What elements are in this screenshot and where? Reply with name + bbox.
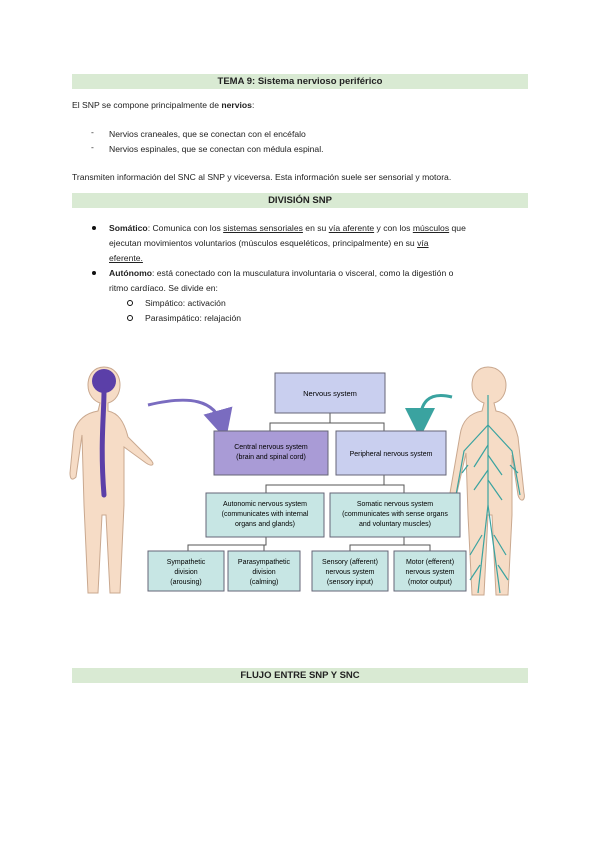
box-somatic-nervous-system — [329, 492, 461, 538]
svg-text:and voluntary muscles): and voluntary muscles) — [359, 521, 431, 528]
autonomo-line2: ritmo cardíaco. Se divide en: — [109, 283, 218, 293]
section-heading-division: DIVISIÓN SNP — [72, 193, 528, 208]
arrow-to-cns-icon — [147, 398, 233, 440]
bullet-icon — [92, 226, 96, 230]
svg-text:Autonomic nervous system: Autonomic nervous system — [223, 501, 307, 508]
box-autonomic-nervous-system — [205, 492, 325, 538]
svg-text:Somatic nervous system: Somatic nervous system — [357, 501, 433, 508]
box-central-nervous-system — [213, 430, 329, 476]
box-motor-nervous-system — [393, 550, 467, 592]
svg-text:(arousing): (arousing) — [170, 579, 202, 586]
svg-text:nervous system: nervous system — [325, 569, 374, 576]
svg-text:Sensory (afferent): Sensory (afferent) — [322, 559, 378, 566]
intro-text: El SNP se compone principalmente de nerv… — [72, 100, 255, 110]
svg-text:(communicates with sense organ: (communicates with sense organs — [342, 511, 448, 518]
svg-text:(sensory input): (sensory input) — [327, 579, 373, 586]
svg-text:division: division — [174, 569, 197, 576]
svg-text:(calming): (calming) — [250, 579, 279, 586]
box-parasympathetic-division — [227, 550, 301, 592]
svg-text:Central nervous system: Central nervous system — [234, 444, 308, 451]
svg-text:(brain and spinal cord): (brain and spinal cord) — [236, 454, 306, 461]
dash-marker: - — [91, 127, 94, 137]
svg-text:Sympathetic: Sympathetic — [167, 559, 206, 566]
human-figure-pns-icon — [449, 366, 525, 596]
svg-text:Parasympathetic: Parasympathetic — [238, 559, 291, 566]
svg-text:Peripheral nervous system: Peripheral nervous system — [350, 451, 433, 458]
label-nervous-system: Nervous system — [303, 389, 357, 398]
transmit-text: Transmiten información del SNC al SNP y … — [72, 172, 452, 182]
dash-marker: - — [91, 142, 94, 152]
somatico-line1: Somático: Comunica con los sistemas sens… — [109, 223, 466, 233]
svg-text:Motor (efferent): Motor (efferent) — [406, 559, 454, 566]
svg-text:nervous system: nervous system — [405, 569, 454, 576]
box-nervous-system — [274, 372, 386, 414]
box-sensory-nervous-system — [311, 550, 389, 592]
svg-text:organs and glands): organs and glands) — [235, 521, 295, 528]
somatico-line2: ejecutan movimientos voluntarios (múscul… — [109, 238, 429, 248]
circle-bullet-icon — [127, 300, 133, 306]
box-peripheral-nervous-system — [335, 430, 447, 476]
circle-bullet-icon — [127, 315, 133, 321]
sub-item-simpatico: Simpático: activación — [145, 298, 226, 308]
page-title: TEMA 9: Sistema nervioso periférico — [72, 74, 528, 89]
list-item: Nervios craneales, que se conectan con e… — [109, 129, 306, 139]
section-heading-flujo: FLUJO ENTRE SNP Y SNC — [72, 668, 528, 683]
nervous-system-diagram: Nervous system Central nervous system (b… — [69, 366, 525, 596]
human-figure-cns-icon — [69, 366, 154, 594]
sub-item-parasimpatico: Parasimpático: relajación — [145, 313, 242, 323]
somatico-line3: eferente. — [109, 253, 143, 263]
box-sympathetic-division — [147, 550, 225, 592]
bullet-icon — [92, 271, 96, 275]
list-item: Nervios espinales, que se conectan con m… — [109, 144, 324, 154]
svg-text:division: division — [252, 569, 275, 576]
arrow-to-pns-icon — [405, 394, 453, 438]
svg-text:(communicates with internal: (communicates with internal — [222, 511, 309, 518]
autonomo-line1: Autónomo: está conectado con la musculat… — [109, 268, 454, 278]
svg-text:(motor output): (motor output) — [408, 579, 452, 586]
